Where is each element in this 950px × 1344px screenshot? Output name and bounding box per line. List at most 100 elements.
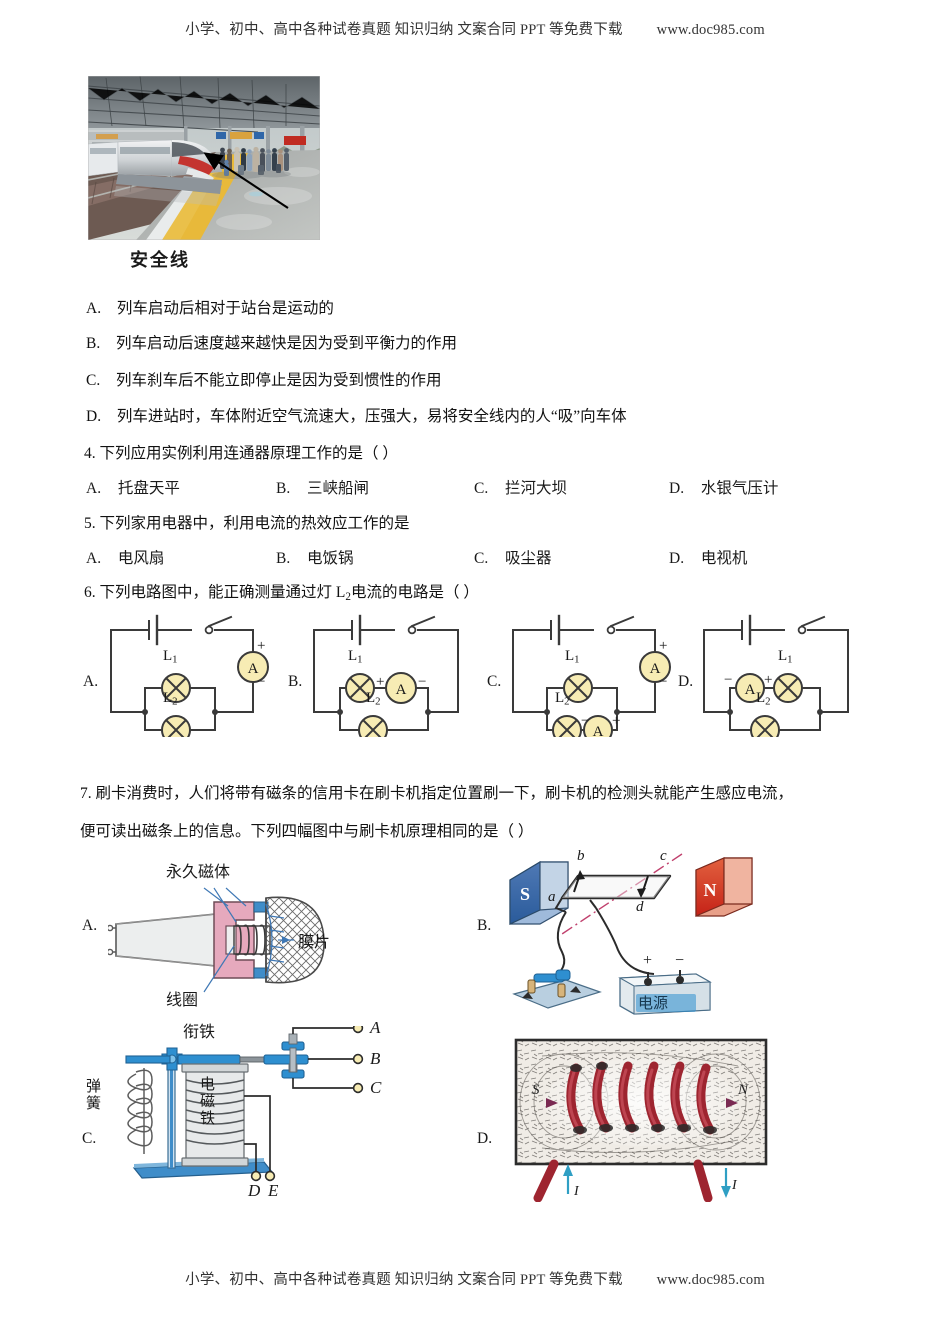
footer-banner-url: www.doc985.com: [656, 1272, 765, 1288]
q7-a-label-diaphragm: 膜片: [298, 932, 331, 951]
q7-figure-b-motor: S N: [500, 848, 810, 1024]
q7-figure-c-letter: C.: [82, 1130, 97, 1147]
header-banner-text: 小学、初中、高中各种试卷真题 知识归纳 文案合同 PPT 等免费下载: [185, 22, 623, 38]
q5-option-b: B. 电饭锅: [276, 546, 353, 568]
q6-c-lamp1-label: L1: [565, 648, 580, 666]
q6-d-lamp2-label: L2: [756, 690, 771, 708]
q7-c-terminal-b: B: [370, 1049, 381, 1068]
safety-line-arrow: [203, 152, 289, 209]
q6-c-main-ammeter-minus: −: [659, 674, 668, 690]
q7-d-label-south: S: [532, 1082, 540, 1098]
q7-b-label-power-source: 电源: [638, 994, 669, 1012]
footer-banner-text: 小学、初中、高中各种试卷真题 知识归纳 文案合同 PPT 等免费下载: [185, 1272, 623, 1288]
q3-option-c: C. 列车刹车后不能立即停止是因为受到惯性的作用: [86, 369, 441, 392]
q3-option-d-letter: D.: [86, 408, 102, 425]
q6-a-ammeter-minus: −: [257, 674, 266, 690]
svg-text:S: S: [520, 884, 530, 904]
q7-b-label-plus: +: [643, 952, 653, 969]
q7-figure-b-letter: B.: [477, 917, 492, 934]
q6-b-lamp1-label: L1: [348, 648, 363, 666]
q6-a-ammeter-plus: +: [257, 638, 266, 654]
q3-option-b: B. 列车启动后速度越来越快是因为受到平衡力的作用: [86, 332, 457, 355]
svg-text:A: A: [248, 661, 259, 677]
q5-option-c-text: 吸尘器: [504, 550, 552, 567]
q6-c-lamp2-label: L2: [555, 690, 570, 708]
q6-d-ammeter-minus: −: [724, 672, 733, 688]
q7-stem-line2: 便可读出磁条上的信息。下列四幅图中与刷卡机原理相同的是（ ）: [80, 823, 534, 840]
q6-circuit-a: A L1 L2 + −: [105, 612, 275, 737]
q6-c-main-ammeter-plus: +: [659, 638, 668, 654]
q7-c-terminal-e: E: [268, 1181, 279, 1200]
q7-b-label-b: b: [577, 848, 585, 864]
q3-option-c-letter: C.: [86, 372, 101, 389]
header-banner-url: www.doc985.com: [656, 22, 765, 38]
q6-stem: 6. 下列电路图中，能正确测量通过灯 L2电流的电路是（ ）: [84, 581, 479, 606]
q3-option-d: D. 列车进站时，车体附近空气流速大，压强大，易将安全线内的人“吸”向车体: [86, 405, 627, 428]
q7-figure-c-relay: 衔铁 弹簧 电磁铁 A B C D E: [86, 1018, 418, 1204]
q7-figure-a-microphone: 永久磁体 线圈 膜片: [108, 862, 420, 1010]
q6-b-ammeter-minus: −: [418, 674, 427, 690]
q5-option-d-text: 电视机: [700, 550, 748, 567]
q4-option-c-text: 拦河大坝: [504, 480, 567, 497]
q7-c-label-electromagnet: 电磁铁: [200, 1075, 216, 1127]
q7-figure-d-solenoid: S N I I: [502, 1034, 802, 1202]
q6-circuit-d: A L1 L2 − +: [698, 612, 868, 737]
q7-d-label-current-right: I: [732, 1178, 737, 1193]
q6-a-lamp1-label: L1: [163, 648, 178, 666]
svg-text:A: A: [745, 682, 756, 698]
q5-option-a: A. 电风扇: [86, 546, 164, 568]
q3-option-b-text: 列车启动后速度越来越快是因为受到平衡力的作用: [115, 335, 457, 352]
q5-option-c: C. 吸尘器: [474, 546, 551, 568]
q7-figure-d-letter: D.: [477, 1130, 493, 1147]
train-station-photo: [88, 76, 320, 240]
q6-circuit-a-letter: A.: [83, 673, 99, 690]
q6-stem-prefix: 6. 下列电路图中，能正确测量通过灯 L: [84, 584, 346, 601]
q3-option-a-text: 列车启动后相对于站台是运动的: [116, 300, 334, 317]
q5-option-b-letter: B.: [276, 550, 291, 567]
q7-c-terminal-c: C: [370, 1078, 382, 1097]
q5-option-c-letter: C.: [474, 550, 489, 567]
q5-option-a-text: 电风扇: [117, 550, 165, 567]
q5-option-a-letter: A.: [86, 550, 102, 567]
q6-c-branch-ammeter-minus: −: [581, 713, 590, 729]
svg-text:N: N: [704, 880, 717, 900]
q7-c-label-armature: 衔铁: [183, 1022, 216, 1041]
svg-text:A: A: [396, 682, 407, 698]
q7-a-label-magnet: 永久磁体: [166, 862, 231, 881]
svg-text:A: A: [593, 724, 604, 737]
q6-stem-suffix: 电流的电路是（ ）: [350, 584, 479, 601]
q4-option-a-text: 托盘天平: [117, 480, 180, 497]
q6-circuit-d-letter: D.: [678, 673, 694, 690]
photo-caption: 安全线: [130, 250, 190, 271]
q5-stem: 5. 下列家用电器中，利用电流的热效应工作的是: [84, 515, 410, 532]
q6-d-lamp1-label: L1: [778, 648, 793, 666]
q6-d-ammeter-plus: +: [764, 672, 773, 688]
q6-circuit-b-letter: B.: [288, 673, 303, 690]
q4-option-c: C. 拦河大坝: [474, 476, 567, 498]
q4-option-d: D. 水银气压计: [669, 476, 778, 498]
q4-stem: 4. 下列应用实例利用连通器原理工作的是（ ）: [84, 445, 398, 462]
q7-a-label-coil: 线圈: [166, 990, 199, 1009]
q6-c-branch-ammeter-plus: +: [612, 713, 621, 729]
q7-stem-line1: 7. 刷卡消费时，人们将带有磁条的信用卡在刷卡机指定位置刷一下，刷卡机的检测头就…: [80, 785, 794, 802]
q7-figure-a-letter: A.: [82, 917, 98, 934]
q7-c-terminal-a: A: [370, 1018, 381, 1037]
q7-b-label-d: d: [636, 899, 644, 915]
q6-stem-subscript: 2: [345, 590, 351, 603]
q3-option-d-text: 列车进站时，车体附近空气流速大，压强大，易将安全线内的人“吸”向车体: [116, 408, 627, 425]
train-station-illustration: [88, 76, 320, 240]
q6-b-ammeter-plus: +: [376, 674, 385, 690]
q7-c-label-spring: 弹簧: [86, 1077, 102, 1112]
q6-b-lamp2-label: L2: [366, 690, 381, 708]
q6-circuit-c-letter: C.: [487, 673, 502, 690]
footer-banner: 小学、初中、高中各种试卷真题 知识归纳 文案合同 PPT 等免费下载 www.do…: [0, 1268, 950, 1289]
q7-b-label-minus: −: [675, 952, 685, 969]
q7-d-label-north: N: [738, 1082, 749, 1098]
svg-text:A: A: [650, 661, 661, 677]
q6-a-lamp2-label: L2: [163, 690, 178, 708]
q4-option-b: B. 三峡船闸: [276, 476, 369, 498]
q7-d-label-current-left: I: [574, 1184, 579, 1199]
q4-option-b-text: 三峡船闸: [306, 480, 369, 497]
q5-option-b-text: 电饭锅: [306, 550, 354, 567]
q7-c-terminal-d: D: [248, 1181, 261, 1200]
